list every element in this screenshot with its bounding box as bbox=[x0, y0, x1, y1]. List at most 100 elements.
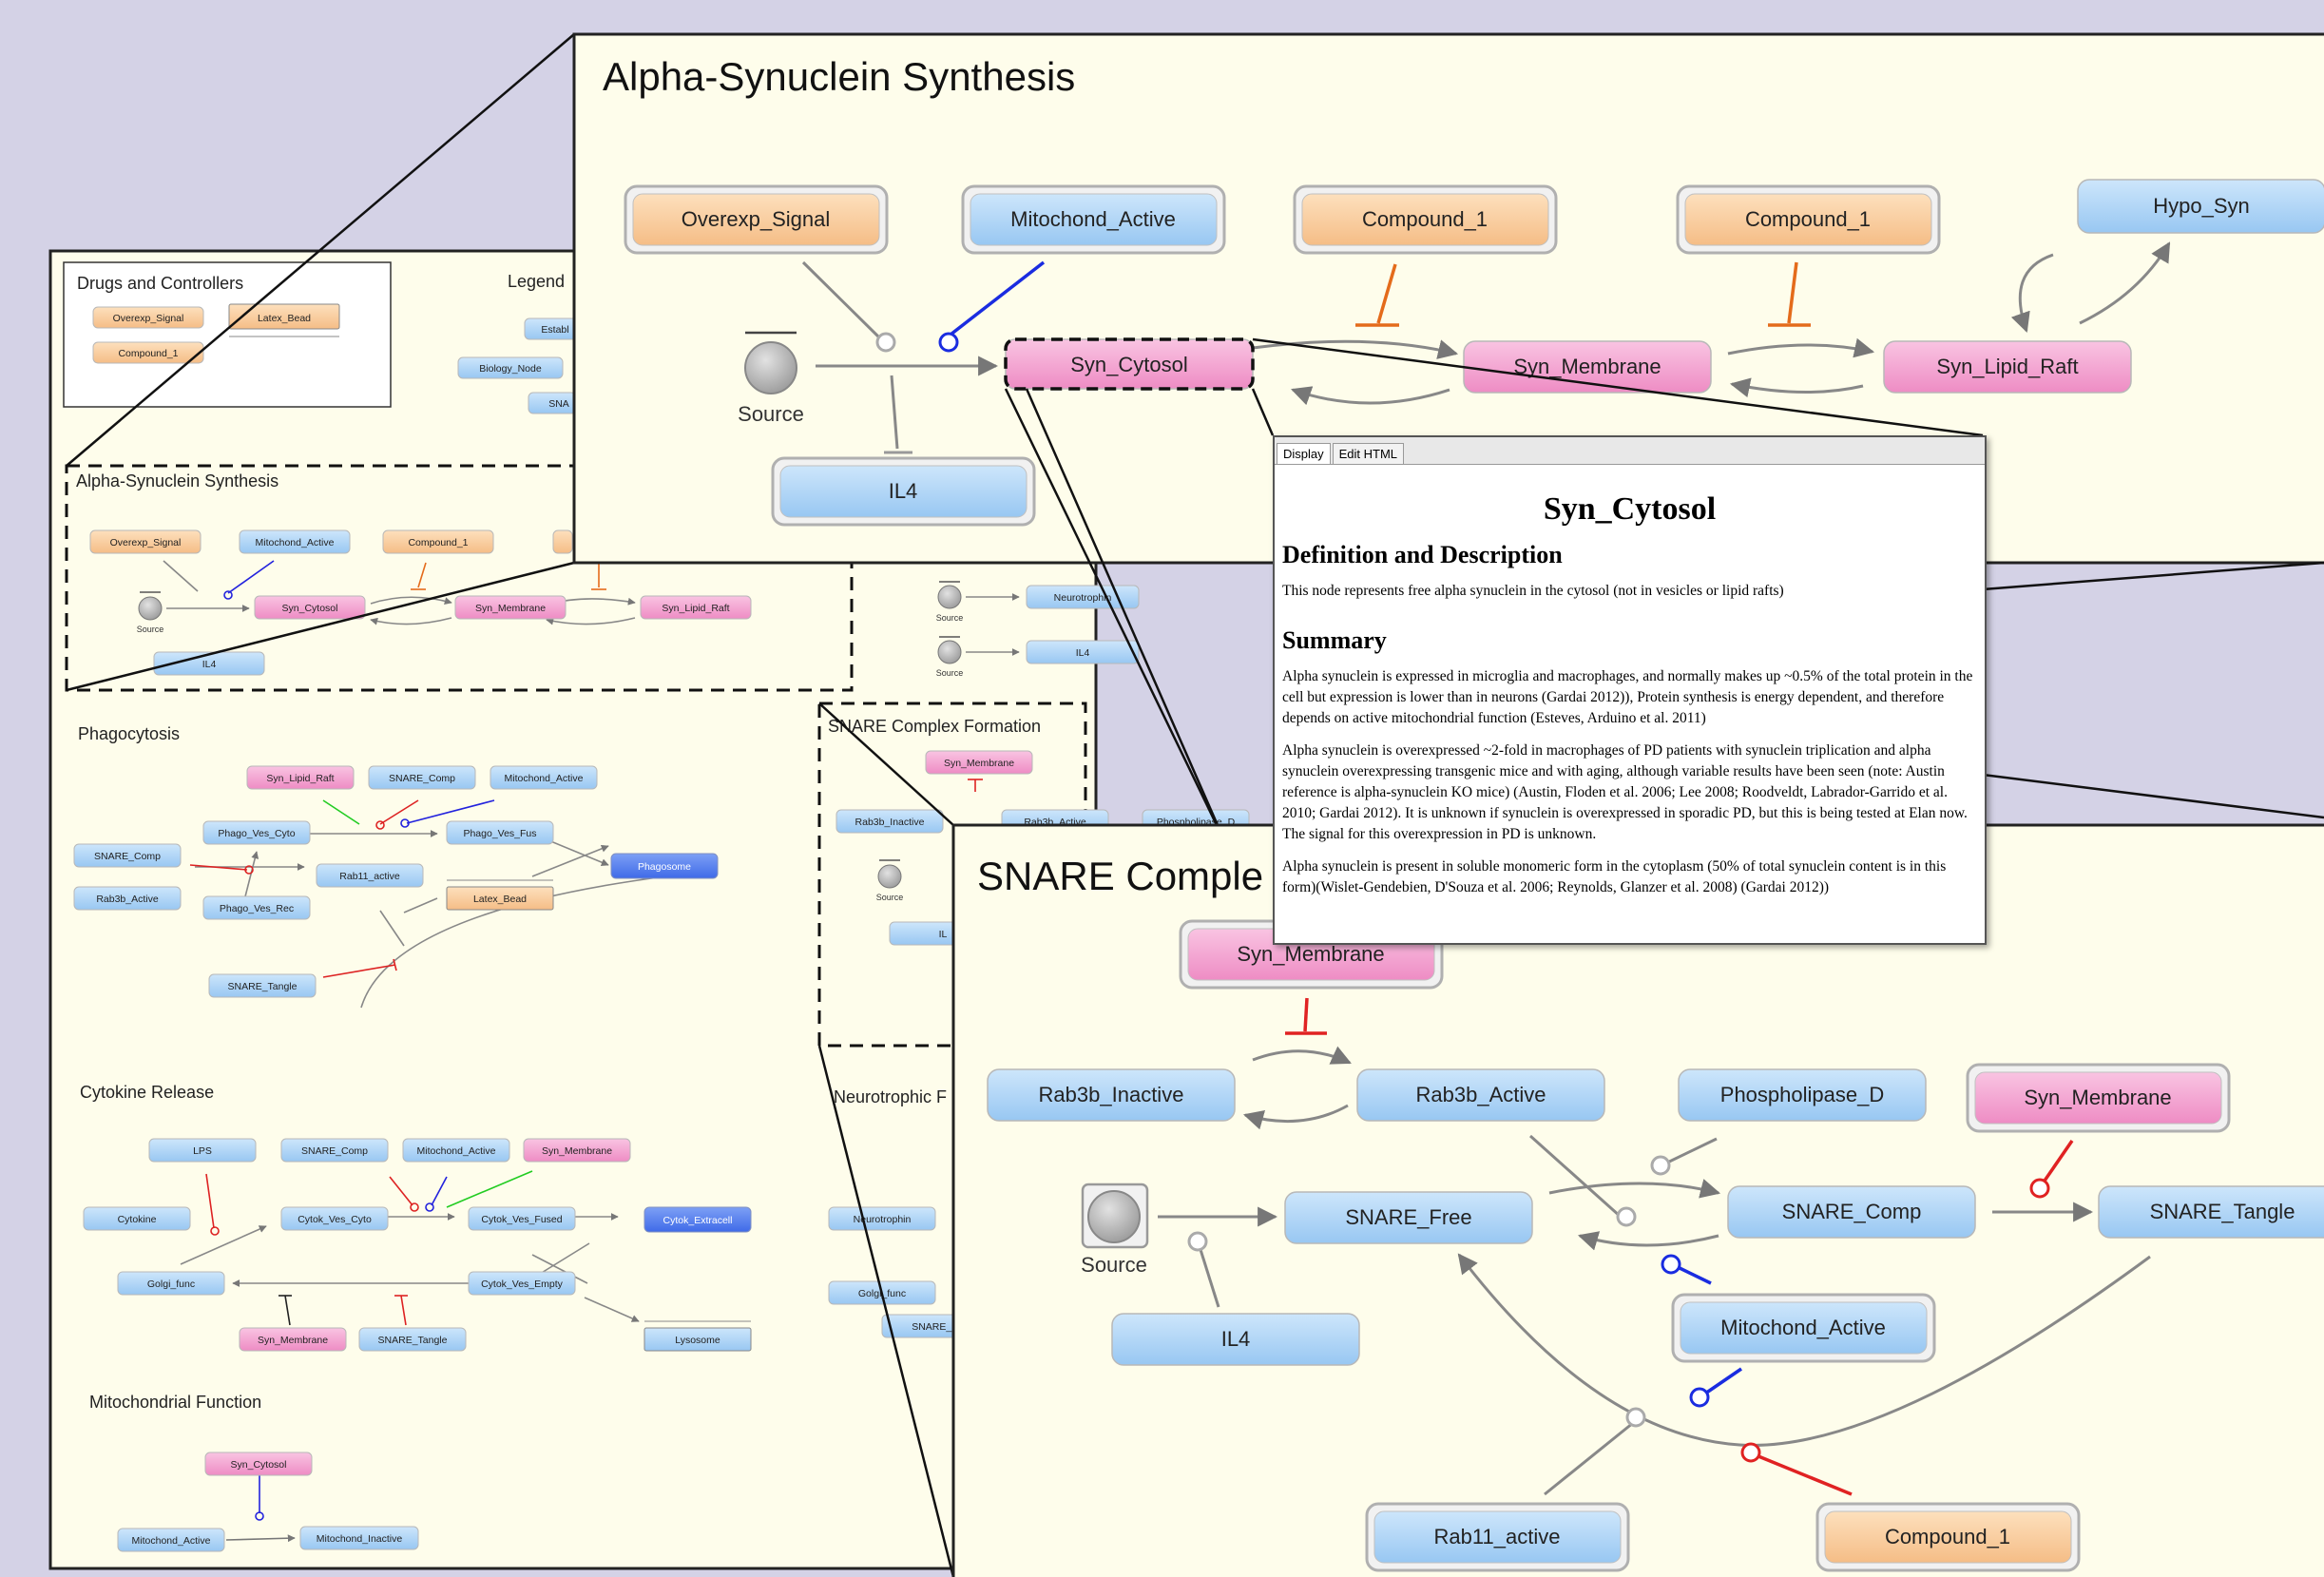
node-lysosome[interactable]: Lysosome bbox=[643, 1320, 752, 1352]
node-il4[interactable]: IL4 bbox=[1026, 640, 1140, 664]
node-cytok-ves-empty[interactable]: Cytok_Ves_Empty bbox=[468, 1271, 576, 1296]
node-phago-ves-cyto[interactable]: Phago_Ves_Cyto bbox=[202, 820, 311, 845]
node-golgi-func[interactable]: Golgi_func bbox=[117, 1271, 225, 1296]
node-cytok-ves-fused[interactable]: Cytok_Ves_Fused bbox=[468, 1206, 576, 1231]
node-rab3b-active[interactable]: Rab3b_Active bbox=[73, 886, 182, 911]
legend-node-establ[interactable]: Establ bbox=[524, 317, 583, 340]
node-rab11-active[interactable]: Rab11_active bbox=[316, 863, 424, 888]
tab-edit-html[interactable]: Edit HTML bbox=[1332, 443, 1405, 464]
node-syn-membrane[interactable]: Syn_Membrane bbox=[523, 1138, 631, 1163]
node-neurotrophin[interactable]: Neurotrophin bbox=[1026, 585, 1140, 609]
node-overexp-signal[interactable]: Overexp_Signal bbox=[89, 529, 202, 554]
svg-text:Neurotrophin: Neurotrophin bbox=[854, 1214, 912, 1225]
node-compound-1[interactable]: Compound_1 bbox=[1676, 184, 1941, 255]
legend-node-biology[interactable]: Biology_Node bbox=[457, 356, 564, 379]
node-snare-tangle[interactable]: SNARE_Tangle bbox=[2098, 1185, 2324, 1239]
node-syn-cytosol[interactable]: Syn_Cytosol bbox=[1004, 337, 1255, 391]
svg-text:Syn_Membrane: Syn_Membrane bbox=[1237, 942, 1384, 966]
node-cytok-extracell[interactable]: Cytok_Extracell bbox=[643, 1206, 752, 1233]
svg-text:Mitochond_Inactive: Mitochond_Inactive bbox=[317, 1533, 403, 1545]
svg-text:Source: Source bbox=[936, 613, 964, 623]
svg-text:SNARE_Tangle: SNARE_Tangle bbox=[378, 1335, 448, 1346]
node-syn-membrane[interactable]: Syn_Membrane bbox=[1463, 340, 1712, 394]
node-rab3b-active[interactable]: Rab3b_Active bbox=[1356, 1068, 1605, 1122]
svg-text:Phagosome: Phagosome bbox=[638, 861, 691, 873]
node-rab3b-inactive[interactable]: Rab3b_Inactive bbox=[987, 1068, 1236, 1122]
svg-text:Cytok_Ves_Fused: Cytok_Ves_Fused bbox=[481, 1214, 562, 1225]
svg-text:Cytok_Ves_Empty: Cytok_Ves_Empty bbox=[481, 1279, 564, 1290]
source-icon: Source bbox=[936, 581, 964, 623]
node-cytokine[interactable]: Cytokine bbox=[83, 1206, 191, 1231]
node-latex-bead[interactable]: Latex_Bead bbox=[446, 879, 554, 911]
node-overexp-signal[interactable]: Overexp_Signal bbox=[92, 306, 204, 329]
node-il4[interactable]: IL4 bbox=[771, 456, 1036, 527]
svg-text:Mitochond_Active: Mitochond_Active bbox=[1010, 207, 1176, 231]
svg-text:Syn_Cytosol: Syn_Cytosol bbox=[282, 603, 338, 614]
node-hypo-syn[interactable]: Hypo_Syn bbox=[2077, 179, 2324, 234]
snare-zoom-panel: SNARE Comple bbox=[951, 823, 2324, 1577]
node-snare-comp[interactable]: SNARE_Comp bbox=[280, 1138, 389, 1163]
summary-paragraph: Alpha synuclein is present in soluble mo… bbox=[1282, 858, 1947, 895]
svg-text:Syn_Lipid_Raft: Syn_Lipid_Raft bbox=[266, 773, 334, 784]
node-mitochond-active[interactable]: Mitochond_Active bbox=[402, 1138, 510, 1163]
tab-display[interactable]: Display bbox=[1277, 443, 1331, 464]
legend-node-sna[interactable]: SNA bbox=[528, 392, 577, 414]
node-syn-lipid-raft[interactable]: Syn_Lipid_Raft bbox=[246, 765, 355, 790]
node-syn-cytosol[interactable]: Syn_Cytosol bbox=[254, 595, 366, 620]
node-cytok-ves-cyto[interactable]: Cytok_Ves_Cyto bbox=[280, 1206, 389, 1231]
node-mitochond-inactive[interactable]: Mitochond_Inactive bbox=[299, 1526, 419, 1550]
node-compound-1[interactable]: Compound_1 bbox=[382, 529, 494, 554]
node-phago-ves-rec[interactable]: Phago_Ves_Rec bbox=[202, 895, 311, 920]
node-mitochond-active[interactable]: Mitochond_Active bbox=[961, 184, 1226, 255]
node-phago-ves-fus[interactable]: Phago_Ves_Fus bbox=[446, 820, 554, 845]
svg-text:Syn_Membrane: Syn_Membrane bbox=[944, 758, 1014, 769]
popup-tabs: Display Edit HTML bbox=[1275, 437, 1985, 465]
svg-text:IL4: IL4 bbox=[1076, 647, 1090, 659]
node-snare-comp[interactable]: SNARE_Comp bbox=[1727, 1185, 1976, 1239]
node-syn-membrane[interactable]: Syn_Membrane bbox=[925, 750, 1033, 775]
snare-small-title: SNARE Complex Formation bbox=[828, 717, 1041, 736]
node-compound-1[interactable]: Compound_1 bbox=[1293, 184, 1558, 255]
cytokine-title: Cytokine Release bbox=[80, 1083, 214, 1102]
node-mitochond-active[interactable]: Mitochond_Active bbox=[490, 765, 598, 790]
node-mitochond-active[interactable]: Mitochond_Active bbox=[117, 1528, 225, 1552]
svg-text:Mitochond_Active: Mitochond_Active bbox=[505, 773, 584, 784]
node-rab3b-inactive[interactable]: Rab3b_Inactive bbox=[835, 809, 944, 834]
svg-text:IL4: IL4 bbox=[1221, 1327, 1251, 1351]
node-syn-membrane[interactable]: Syn_Membrane bbox=[1966, 1063, 2231, 1133]
node-lps[interactable]: LPS bbox=[148, 1138, 257, 1163]
node-snare-tangle[interactable]: SNARE_Tangle bbox=[208, 973, 317, 998]
node-neurotrophin[interactable]: Neurotrophin bbox=[828, 1206, 936, 1231]
node-snare-free[interactable]: SNARE_Free bbox=[1284, 1191, 1533, 1244]
node-overexp-signal[interactable]: Overexp_Signal bbox=[624, 184, 889, 255]
svg-text:Rab3b_Inactive: Rab3b_Inactive bbox=[1039, 1083, 1184, 1106]
svg-text:Latex_Bead: Latex_Bead bbox=[258, 313, 311, 324]
node-il4[interactable]: IL4 bbox=[1111, 1313, 1360, 1366]
node-compound-1[interactable]: Compound_1 bbox=[92, 341, 204, 364]
node-snare-tangle[interactable]: SNARE_Tangle bbox=[358, 1327, 467, 1352]
svg-text:Latex_Bead: Latex_Bead bbox=[473, 894, 527, 905]
node-syn-membrane[interactable]: Syn_Membrane bbox=[454, 595, 567, 620]
phagocytosis-title: Phagocytosis bbox=[78, 724, 180, 743]
svg-text:Cytok_Ves_Cyto: Cytok_Ves_Cyto bbox=[298, 1214, 372, 1225]
svg-text:SNARE_Comp: SNARE_Comp bbox=[94, 851, 161, 862]
node-syn-membrane[interactable]: Syn_Membrane bbox=[239, 1327, 347, 1352]
node-phagosome[interactable]: Phagosome bbox=[610, 853, 719, 879]
node-syn-cytosol[interactable]: Syn_Cytosol bbox=[204, 1452, 313, 1476]
node-syn-lipid-raft[interactable]: Syn_Lipid_Raft bbox=[1883, 340, 2132, 394]
svg-text:SNARE_Comp: SNARE_Comp bbox=[1782, 1200, 1922, 1223]
node-snare-comp[interactable]: SNARE_Comp bbox=[368, 765, 476, 790]
node-il4[interactable]: IL4 bbox=[153, 651, 265, 676]
node-rab11-active[interactable]: Rab11_active bbox=[1365, 1502, 1630, 1572]
node-phospholipase-d[interactable]: Phospholipase_D bbox=[1678, 1068, 1927, 1122]
node-latex-bead[interactable]: Latex_Bead bbox=[228, 303, 340, 337]
node-syn-lipid-raft[interactable]: Syn_Lipid_Raft bbox=[640, 595, 752, 620]
source-icon: Source bbox=[936, 636, 963, 678]
svg-text:Golgi_func: Golgi_func bbox=[147, 1279, 195, 1290]
node-snare-comp[interactable]: SNARE_Comp bbox=[73, 843, 182, 868]
node-mitochond-active[interactable]: Mitochond_Active bbox=[1671, 1293, 1936, 1363]
svg-text:Lysosome: Lysosome bbox=[675, 1335, 720, 1346]
node-compound-1[interactable]: Compound_1 bbox=[1815, 1502, 2081, 1572]
svg-text:IL4: IL4 bbox=[889, 479, 918, 503]
node-mitochond-active[interactable]: Mitochond_Active bbox=[239, 529, 351, 554]
